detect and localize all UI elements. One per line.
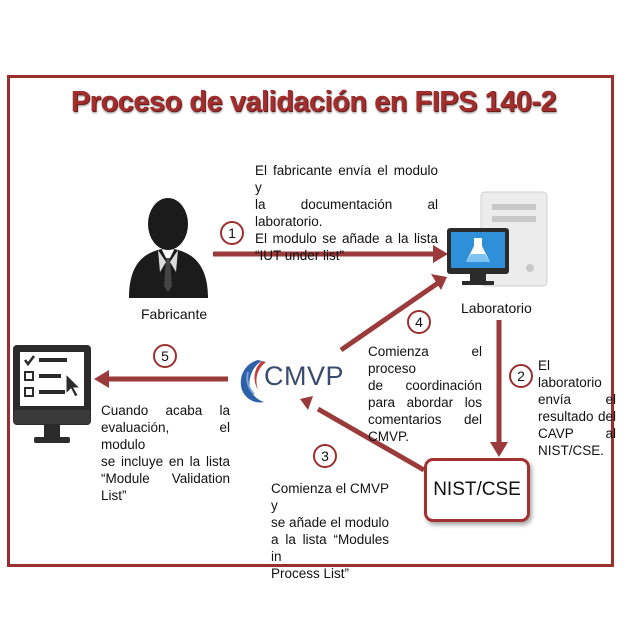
step-2-text: El laboratorio envía el resultado del CA… — [538, 357, 616, 459]
step-5-line: evaluación, el modulo — [101, 420, 230, 452]
svg-text:3: 3 — [321, 448, 329, 464]
lab-computer-icon — [447, 191, 548, 287]
nist-cse-box: NIST/CSE — [424, 458, 530, 522]
step-badge-4: 4 — [407, 310, 431, 334]
fabricante-label: Fabricante — [141, 306, 208, 322]
step-badge-2: 2 — [509, 364, 533, 388]
step-1-line: “IUT under list” — [255, 248, 345, 263]
step-1-line: El fabricante envía el modulo y — [255, 163, 438, 195]
diagram-title: Proceso de validación en FIPS 140-2 — [70, 86, 557, 118]
step-4-line: comentarios del — [368, 412, 482, 427]
step-2-line: resultado del — [538, 409, 616, 424]
step-2-line: El laboratorio — [538, 358, 602, 390]
svg-text:5: 5 — [161, 348, 169, 364]
arrow-step-1 — [213, 245, 448, 263]
svg-text:1: 1 — [228, 225, 236, 241]
arrow-step-3 — [300, 396, 426, 473]
step-2-line: envía el — [538, 392, 616, 407]
step-2-line: CAVP al — [538, 426, 616, 441]
step-3-line: a la lista “Modules in — [271, 532, 389, 564]
cmvp-logo-swirl — [240, 360, 266, 403]
cmvp-logo-text: CMVP — [264, 361, 345, 391]
svg-text:2: 2 — [517, 368, 525, 384]
laboratorio-label: Laboratorio — [461, 300, 532, 316]
step-3-line: se añade el modulo — [271, 515, 389, 530]
step-5-line: Cuando acaba la — [101, 403, 230, 418]
step-badge-5: 5 — [153, 344, 177, 368]
arrow-step-5 — [94, 370, 228, 388]
nist-cse-label: NIST/CSE — [433, 479, 521, 500]
businessman-icon — [129, 198, 208, 298]
svg-text:4: 4 — [415, 314, 423, 330]
arrow-step-4 — [339, 274, 447, 353]
step-4-line: Comienza el proceso — [368, 344, 482, 376]
arrow-step-2 — [490, 320, 508, 457]
step-2-line: NIST/CSE. — [538, 443, 605, 458]
step-3-line: Comienza el CMVP y — [271, 481, 389, 513]
step-4-line: de coordinación — [368, 378, 482, 393]
checklist-monitor-icon — [13, 345, 91, 443]
step-4-line: CMVP. — [368, 429, 410, 444]
step-4-line: para abordar los — [368, 395, 482, 410]
step-5-text: Cuando acaba la evaluación, el modulo se… — [101, 402, 230, 504]
step-5-line: se incluye en la lista — [101, 454, 230, 469]
step-1-line: la documentación al laboratorio. — [255, 197, 438, 229]
step-5-line: List” — [101, 488, 127, 503]
step-1-text: El fabricante envía el modulo y la docum… — [255, 162, 438, 264]
step-5-line: “Module Validation — [101, 471, 230, 486]
step-badge-3: 3 — [313, 444, 337, 468]
step-badge-1: 1 — [220, 221, 244, 245]
step-3-line: Process List” — [271, 566, 350, 581]
step-1-line: El modulo se añade a la lista — [255, 231, 438, 246]
step-4-text: Comienza el proceso de coordinación para… — [368, 343, 482, 445]
step-3-text: Comienza el CMVP y se añade el modulo a … — [271, 480, 389, 582]
